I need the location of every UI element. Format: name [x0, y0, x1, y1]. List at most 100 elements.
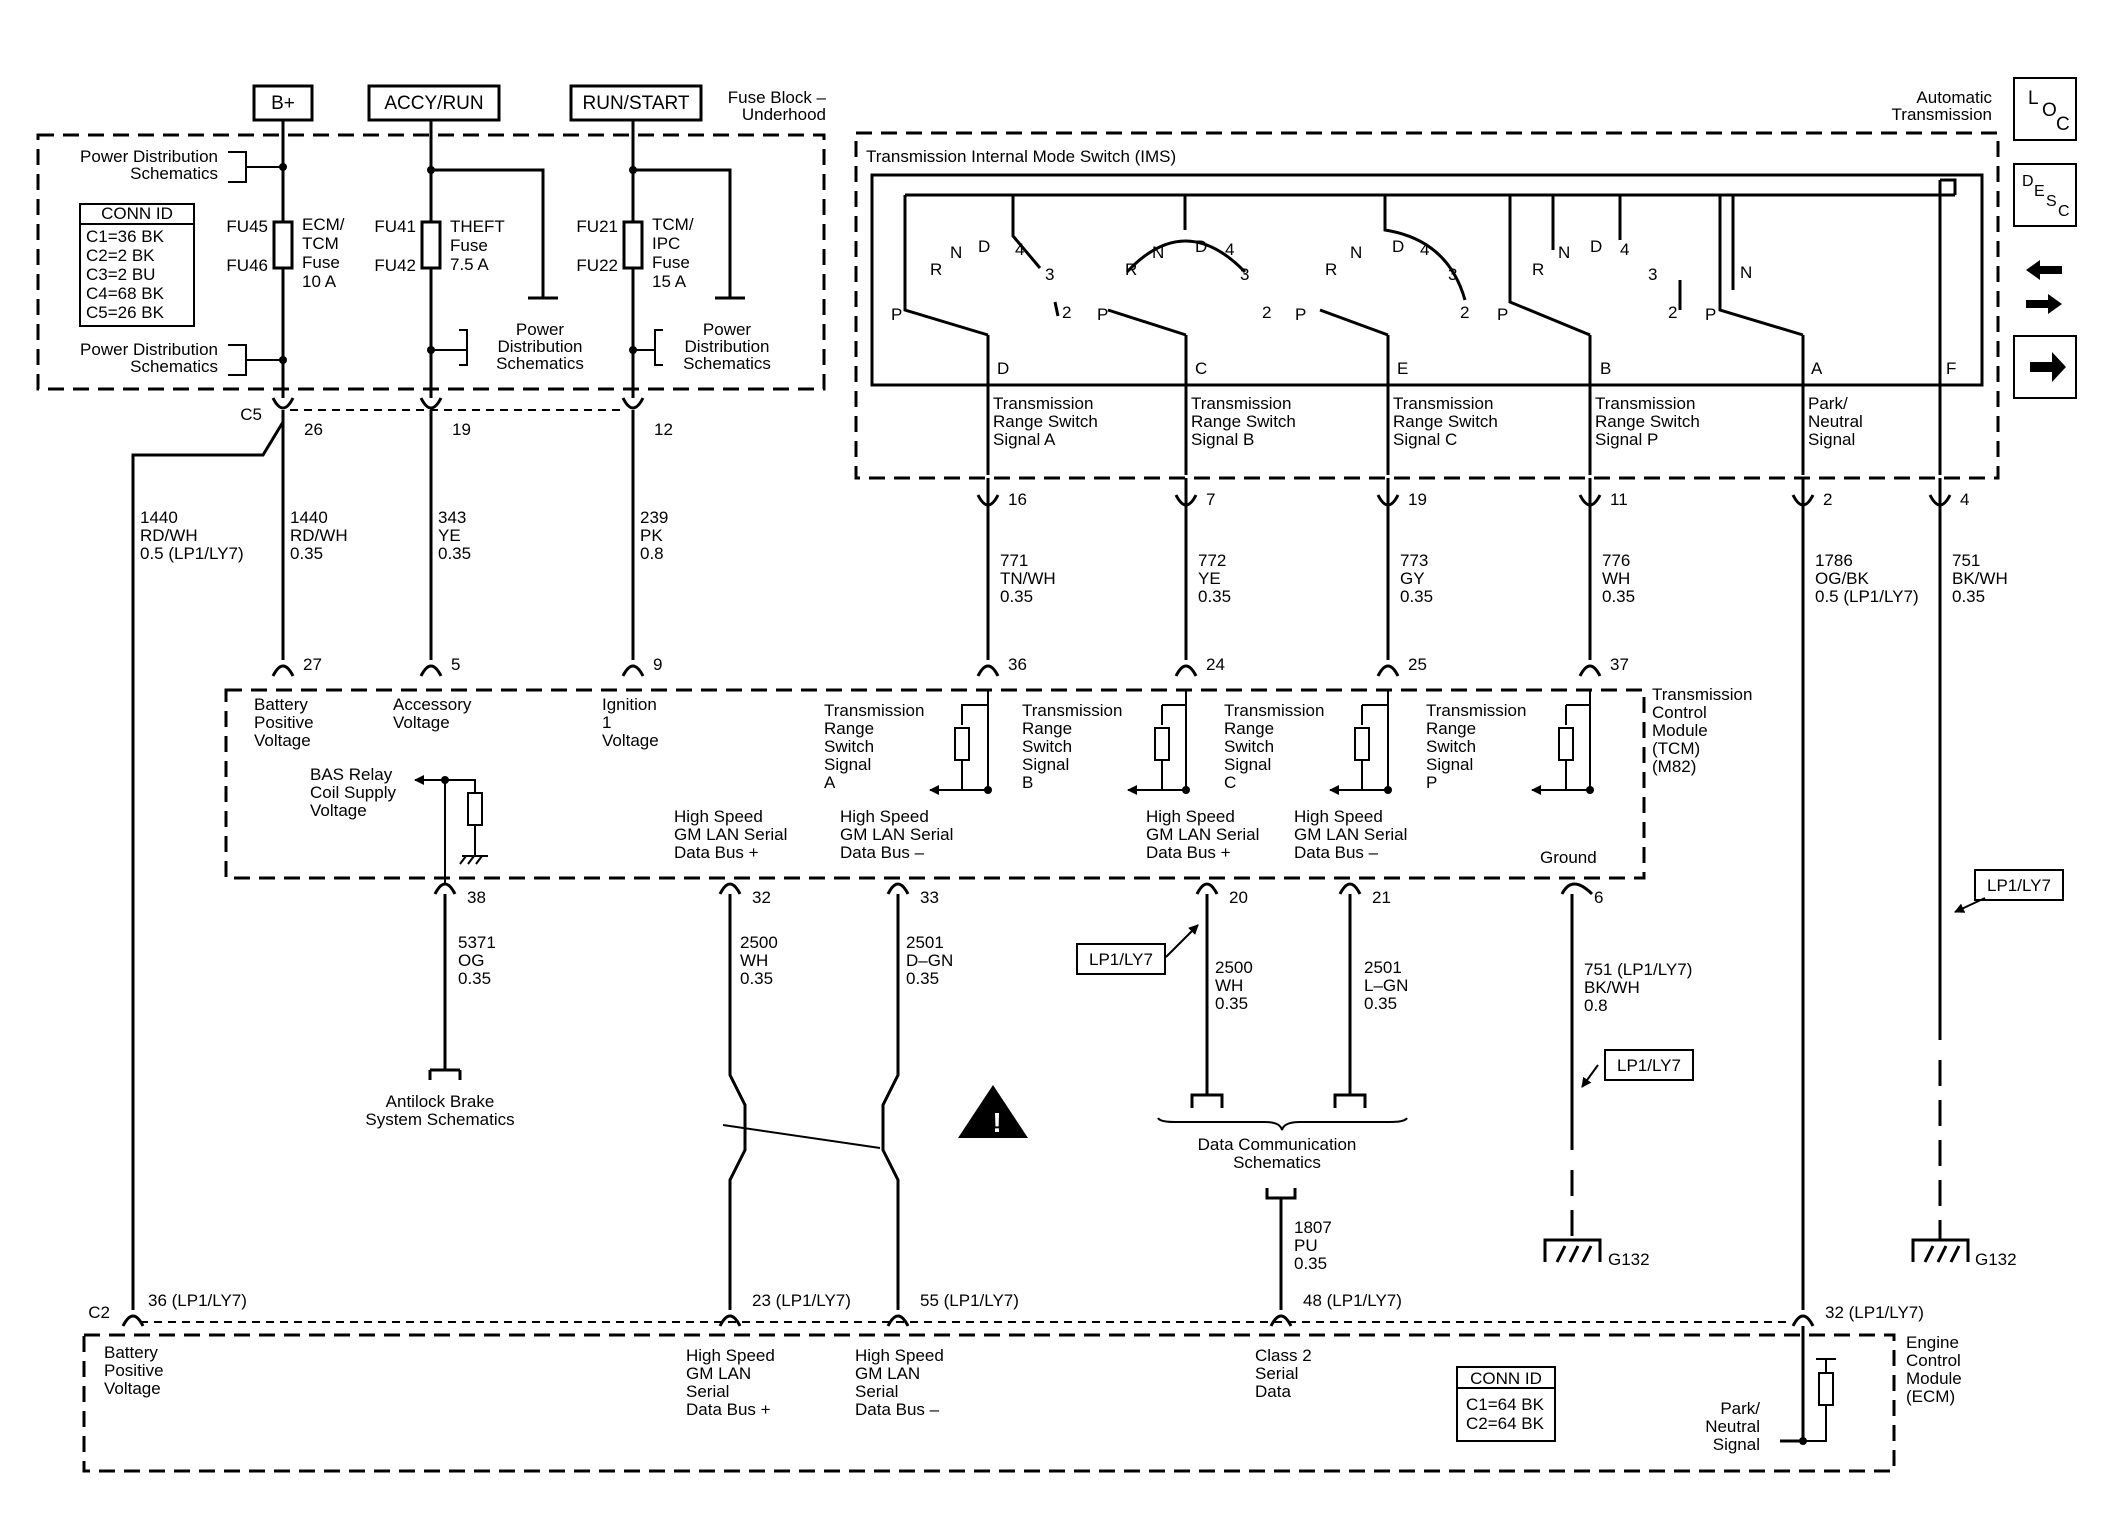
circuit-label: 2501 [906, 933, 944, 952]
tcm-pin-label: Transmission [1224, 701, 1324, 720]
circuit-label: 0.35 [1400, 587, 1433, 606]
fuse-label: Fuse [450, 236, 488, 255]
tcm-pin-label: High Speed [1146, 807, 1235, 826]
switch-position: D [1590, 237, 1602, 256]
tcm-pin-label: Signal [1224, 755, 1271, 774]
tcm-pin-label: Voltage [254, 731, 311, 750]
loc-icon[interactable] [2013, 77, 2077, 141]
pin-number: 36 (LP1/LY7) [148, 1291, 247, 1310]
auto-trans-outline [854, 131, 2000, 480]
accy-run-label: ACCY/RUN [384, 93, 483, 114]
desc-icon[interactable] [2013, 163, 2077, 227]
fuse-number: FU41 [374, 217, 416, 236]
pin-number: 25 [1408, 655, 1427, 674]
circuit-label: 0.35 [740, 969, 773, 988]
switch-position: P [1097, 305, 1108, 324]
tcm-pin-label: Range [1022, 719, 1072, 738]
conn-id-row: C2=64 BK [1466, 1414, 1545, 1433]
lp-tag [1974, 869, 2064, 901]
desc-letter: E [2034, 183, 2045, 200]
tcm-pin-label: Transmission [1022, 701, 1122, 720]
tcm-pin-label: Transmission [824, 701, 924, 720]
switch-position: 2 [1262, 303, 1271, 322]
tcm-pin-label: Battery [254, 695, 308, 714]
circuit-label: 0.35 [458, 969, 491, 988]
ground-label: G132 [1608, 1250, 1650, 1269]
switch-position: 2 [1062, 303, 1071, 322]
circuit-label: 1440 [140, 508, 178, 527]
circuit-label: 1786 [1815, 551, 1853, 570]
conn-id-row: C2=2 BK [86, 246, 155, 265]
switch-position: N [950, 243, 962, 262]
tcm-pin-label: Range [1426, 719, 1476, 738]
c5-connector-label: C5 [240, 405, 262, 424]
circuit-label: 751 [1952, 551, 1980, 570]
transmission-glyph-icon [2026, 260, 2062, 280]
pin-number: 38 [467, 888, 486, 907]
circuit-label: 0.35 [1215, 994, 1248, 1013]
pds-label: Power [703, 320, 752, 339]
pds-label: Schematics [130, 357, 218, 376]
pin-number: 37 [1610, 655, 1629, 674]
loc-letter: O [2042, 100, 2057, 121]
circuit-label: BK/WH [1584, 978, 1640, 997]
switch-position: 4 [1225, 240, 1234, 259]
tcm-title: (M82) [1652, 757, 1696, 776]
ecm-pin-label: Serial [855, 1382, 898, 1401]
circuit-label: YE [438, 526, 461, 545]
ims-pin: C [1195, 359, 1207, 378]
fuse-block-label: Fuse Block – [728, 88, 827, 107]
dcs-label: Schematics [1233, 1153, 1321, 1172]
circuit-label: 0.35 [438, 544, 471, 563]
tcm-pin-label: Signal [1426, 755, 1473, 774]
fuse-label: TCM/ [652, 215, 694, 234]
pin-number: 21 [1372, 888, 1391, 907]
fuse-number: FU45 [226, 217, 268, 236]
next-page-icon[interactable] [2013, 335, 2077, 399]
abs-schematics-label: System Schematics [365, 1110, 514, 1129]
ecm-pin-label: Voltage [104, 1379, 161, 1398]
ims-outline [870, 173, 1984, 387]
pin-number: 19 [452, 420, 471, 439]
switch-position: D [1195, 237, 1207, 256]
tcm-pin-label: Data Bus – [1294, 843, 1379, 862]
circuit-label: PK [640, 526, 663, 545]
ecm-title: Engine [1906, 1333, 1959, 1352]
ims-pin: E [1397, 359, 1408, 378]
circuit-label: 1440 [290, 508, 328, 527]
ims-signal-label: Transmission [993, 394, 1093, 413]
pin-number: 4 [1960, 490, 1969, 509]
pin-number: 11 [1610, 490, 1628, 509]
tcm-pin-label: Switch [1426, 737, 1476, 756]
tcm-pin-label: GM LAN Serial [1146, 825, 1259, 844]
pds-label: Schematics [130, 164, 218, 183]
circuit-label: 2500 [1215, 958, 1253, 977]
ecm-pin-label: Class 2 [1255, 1346, 1312, 1365]
tcm-pin-label: High Speed [674, 807, 763, 826]
tcm-pin-label: Data Bus + [1146, 843, 1231, 862]
ims-pin: B [1600, 359, 1611, 378]
ecm-pin-label: Data Bus – [855, 1400, 940, 1419]
dcs-label: Data Communication [1198, 1135, 1357, 1154]
circuit-label: OG/BK [1815, 569, 1870, 588]
lp-tag-label: LP1/LY7 [1987, 876, 2051, 895]
ims-pin: F [1946, 359, 1956, 378]
accy-run-box [367, 84, 501, 122]
tcm-pin-label: GM LAN Serial [840, 825, 953, 844]
circuit-label: 239 [640, 508, 668, 527]
switch-position: 3 [1045, 265, 1054, 284]
tcm-pin-label: High Speed [1294, 807, 1383, 826]
ims-signal-label: Range Switch [1393, 412, 1498, 431]
switch-position: P [1295, 305, 1306, 324]
tcm-title: (TCM) [1652, 739, 1700, 758]
auto-trans-label: Transmission [1892, 105, 1992, 124]
ims-signal-label: Transmission [1595, 394, 1695, 413]
ecm-pin-label: GM LAN [855, 1364, 920, 1383]
switch-position: N [1350, 243, 1362, 262]
ims-signal-label: Transmission [1191, 394, 1291, 413]
pin-number: 20 [1229, 888, 1248, 907]
ims-signal-label: Signal B [1191, 430, 1254, 449]
pds-label: Schematics [683, 354, 771, 373]
circuit-label: 0.35 [1000, 587, 1033, 606]
